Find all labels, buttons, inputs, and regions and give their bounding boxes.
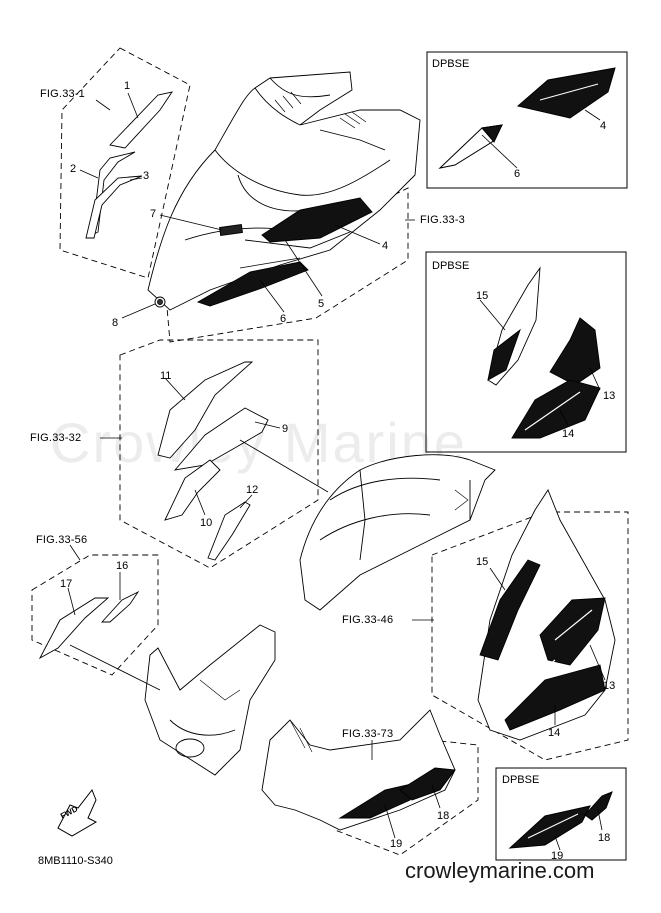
callout-15-panel: 15: [476, 556, 489, 568]
decals-1-2-3: [85, 91, 173, 239]
callout-5: 5: [318, 298, 325, 310]
group-outline-fig-33-1: [59, 47, 191, 279]
callout-19-hull: 19: [390, 838, 403, 850]
upper-cowl: [147, 71, 421, 311]
callout-13-dpbse: 13: [603, 390, 616, 402]
decal-13-on-panel: [539, 597, 606, 666]
decal-11-shape: [157, 361, 254, 459]
callout-10: 10: [200, 517, 213, 529]
callout-12: 12: [246, 484, 259, 496]
dpbse-decal-13: [549, 317, 601, 386]
dpbse-label-top: DPBSE: [432, 58, 470, 70]
callout-15-dpbse: 15: [476, 290, 489, 302]
fwd-arrow-icon: [57, 789, 98, 837]
fig-ref-33-73: FIG.33-73: [342, 728, 394, 740]
decal-17-shape: [38, 597, 110, 660]
decal-12-shape: [207, 501, 251, 561]
fig-ref-33-46: FIG.33-46: [342, 614, 394, 626]
dpbse-box-bottom: [495, 767, 627, 861]
callout-16: 16: [116, 560, 129, 572]
decal-2-shape: [91, 151, 136, 236]
right-side-panel: [477, 489, 616, 741]
badge-part-7: [219, 223, 243, 237]
decal-1-shape: [109, 91, 173, 149]
lower-hull: [261, 709, 456, 831]
decal-10-shape: [164, 459, 221, 521]
fig-ref-33-3: FIG.33-3: [420, 214, 466, 226]
part-code: 8MB1110-S340: [38, 855, 113, 867]
callout-17: 17: [60, 578, 73, 590]
leader-lines: [67, 92, 606, 851]
callout-6: 6: [280, 313, 287, 325]
dpbse-label-middle: DPBSE: [432, 260, 470, 272]
decal-3-shape: [85, 175, 143, 239]
mid-body-panel: [299, 454, 496, 611]
decals-16-17: [38, 590, 140, 660]
dpbse-top-decals: [438, 67, 616, 169]
callout-7: 7: [150, 208, 157, 220]
callout-14-panel: 14: [548, 727, 561, 739]
lower-left-hull: [144, 624, 276, 776]
dpbse-label-bottom: DPBSE: [502, 774, 540, 786]
decals-9-12: [157, 361, 269, 561]
callout-19-dpbse: 19: [551, 850, 564, 862]
decal-18-on-hull: [399, 767, 456, 801]
callout-18-hull: 18: [437, 810, 450, 822]
callout-2: 2: [70, 163, 77, 175]
decal-16-shape: [100, 590, 140, 623]
website-url[interactable]: crowleymarine.com: [405, 858, 595, 883]
fig-ref-33-56: FIG.33-56: [36, 534, 88, 546]
group-outline-fig-33-32: [119, 339, 319, 569]
callout-3: 3: [143, 170, 150, 182]
decal-part-6-on-cowl: [196, 261, 309, 307]
callout-14-dpbse: 14: [562, 428, 575, 440]
callout-8: 8: [112, 317, 119, 329]
callout-11: 11: [160, 370, 172, 382]
group-outline-fig-33-56: [31, 554, 159, 676]
decal-part-4-on-cowl: [261, 197, 373, 243]
callout-1: 1: [124, 80, 131, 92]
decal-14-on-panel: [504, 664, 606, 731]
callout-4-dpbse: 4: [600, 120, 607, 132]
callout-13-panel: 13: [603, 680, 616, 692]
dpbse-middle-decals: [487, 266, 601, 439]
dpbse-decal-18: [584, 791, 613, 821]
callout-4: 4: [382, 240, 389, 252]
dpbse-box-top: [426, 51, 628, 189]
fig-ref-33-32: FIG.33-32: [30, 432, 82, 444]
callout-9: 9: [282, 423, 289, 435]
dpbse-bottom-decals: [508, 791, 613, 849]
callout-18-dpbse: 18: [598, 832, 611, 844]
fig-ref-33-1: FIG.33-1: [40, 88, 86, 100]
group-outline-fig-33-73: [334, 739, 479, 856]
dpbse-box-middle: [425, 251, 627, 453]
callout-6-dpbse: 6: [514, 168, 521, 180]
decal-15-on-panel: [479, 559, 541, 661]
